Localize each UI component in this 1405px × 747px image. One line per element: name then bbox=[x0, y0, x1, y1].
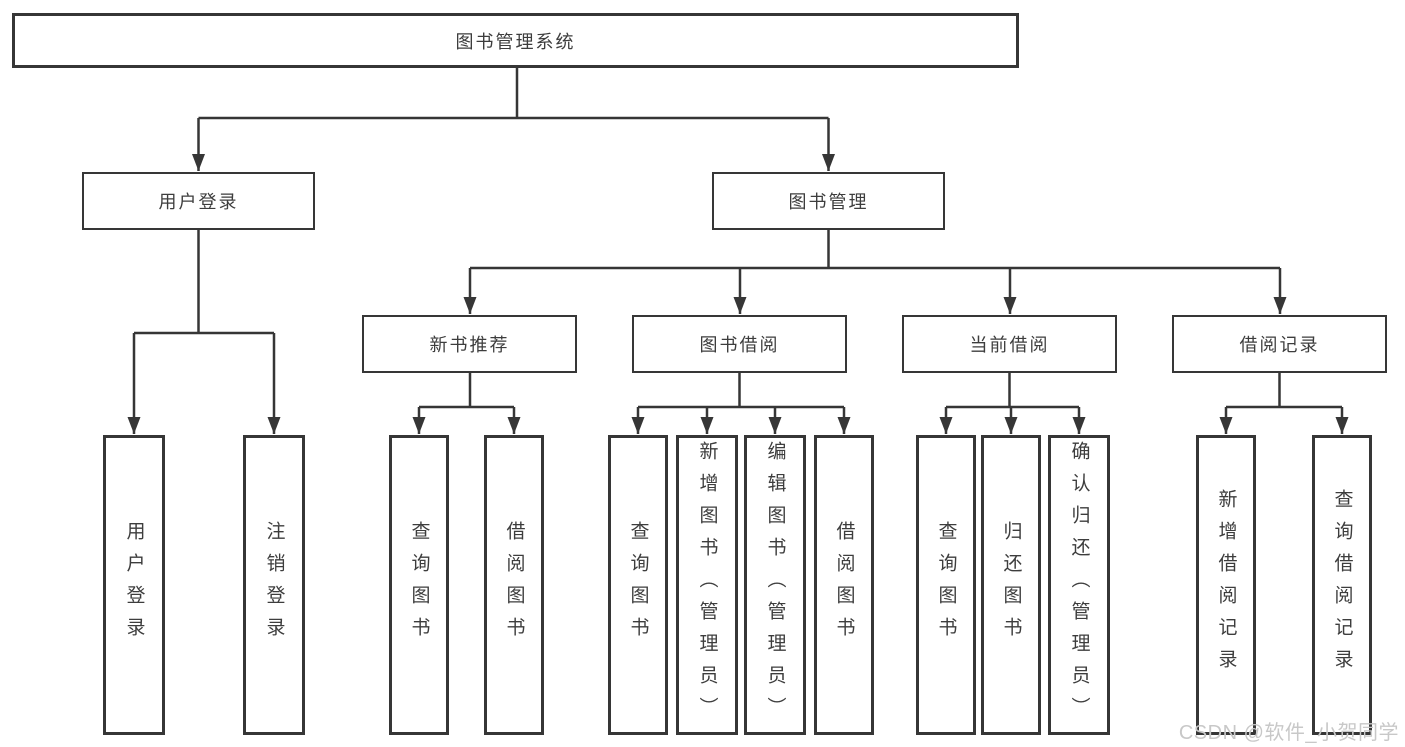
leaf-label: 新增图书（管理员） bbox=[696, 441, 718, 729]
leaf-label: 查询借阅记录 bbox=[1331, 489, 1353, 681]
leaf-label: 用户登录 bbox=[123, 521, 145, 649]
leaf-label: 归还图书 bbox=[1000, 521, 1022, 649]
node-current-borrow: 当前借阅 bbox=[902, 315, 1117, 373]
leaf-label: 借阅图书 bbox=[503, 521, 525, 649]
leaf-return-books: 归还图书 bbox=[981, 435, 1041, 735]
leaf-user-login: 用户登录 bbox=[103, 435, 165, 735]
csdn-watermark: CSDN @软件_小贺同学 bbox=[1178, 722, 1399, 744]
leaf-query-books-current: 查询图书 bbox=[916, 435, 976, 735]
leaf-query-books-borrow: 查询图书 bbox=[608, 435, 668, 735]
leaf-borrow-books-recommend: 借阅图书 bbox=[484, 435, 544, 735]
leaf-query-books-recommend: 查询图书 bbox=[389, 435, 449, 735]
leaf-add-borrow-record: 新增借阅记录 bbox=[1196, 435, 1256, 735]
leaf-borrow-books: 借阅图书 bbox=[814, 435, 874, 735]
node-new-book-recommend: 新书推荐 bbox=[362, 315, 577, 373]
leaf-label: 确认归还（管理员） bbox=[1068, 441, 1090, 729]
leaf-label: 编辑图书（管理员） bbox=[764, 441, 786, 729]
leaf-label: 查询图书 bbox=[935, 521, 957, 649]
leaf-label: 新增借阅记录 bbox=[1215, 489, 1237, 681]
leaf-confirm-return-admin: 确认归还（管理员） bbox=[1048, 435, 1110, 735]
leaf-label: 查询图书 bbox=[627, 521, 649, 649]
node-user-login: 用户登录 bbox=[82, 172, 315, 230]
leaf-label: 查询图书 bbox=[408, 521, 430, 649]
node-book-borrow: 图书借阅 bbox=[632, 315, 847, 373]
leaf-edit-books-admin: 编辑图书（管理员） bbox=[744, 435, 806, 735]
node-book-management-system: 图书管理系统 bbox=[12, 13, 1019, 68]
leaf-logout: 注销登录 bbox=[243, 435, 305, 735]
leaf-label: 借阅图书 bbox=[833, 521, 855, 649]
node-book-management: 图书管理 bbox=[712, 172, 945, 230]
leaf-add-books-admin: 新增图书（管理员） bbox=[676, 435, 738, 735]
leaf-query-borrow-record: 查询借阅记录 bbox=[1312, 435, 1372, 735]
node-borrow-records: 借阅记录 bbox=[1172, 315, 1387, 373]
leaf-label: 注销登录 bbox=[263, 521, 285, 649]
